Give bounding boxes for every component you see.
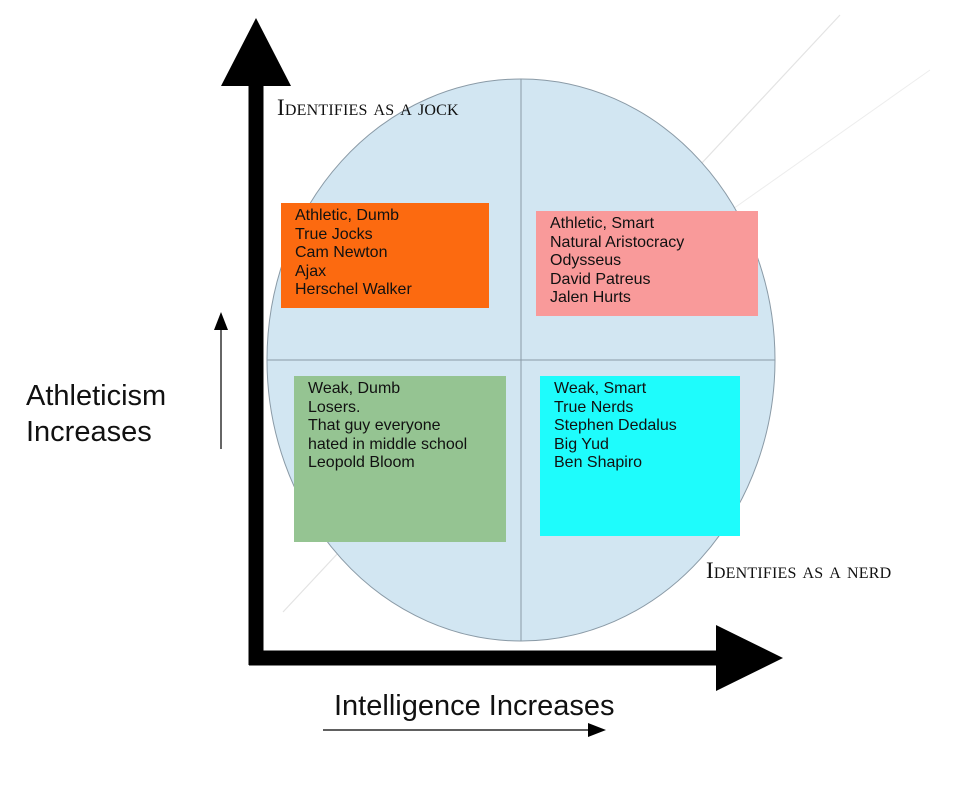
quadrant-line: David Patreus bbox=[550, 270, 651, 288]
quadrant-line: Stephen Dedalus bbox=[554, 417, 677, 434]
quadrant-athletic-dumb: Athletic, Dumb True Jocks Cam Newton Aja… bbox=[281, 203, 489, 308]
quadrant-line: Athletic, Smart bbox=[550, 215, 655, 232]
quadrant-line: Big Yud bbox=[554, 435, 609, 453]
y-axis-label: Athleticism Increases bbox=[26, 378, 166, 450]
athleticism-small-arrowhead bbox=[214, 312, 228, 330]
quadrant-line: Ajax bbox=[295, 262, 327, 280]
quadrant-weak-dumb: Weak, Dumb Losers. That guy everyone hat… bbox=[294, 376, 506, 542]
quadrant-line: True Jocks bbox=[295, 225, 373, 243]
y-axis-label-line: Athleticism bbox=[26, 380, 167, 412]
quadrant-line: Athletic, Dumb bbox=[295, 207, 400, 224]
quadrant-line: Herschel Walker bbox=[295, 281, 412, 298]
x-axis-arrowhead bbox=[716, 625, 783, 691]
quadrant-line: Natural Aristocracy bbox=[550, 233, 685, 251]
y-axis-arrowhead bbox=[221, 18, 291, 86]
quadrant-line: Odysseus bbox=[550, 252, 622, 269]
jock-label: Identifies as a jock bbox=[277, 95, 459, 120]
quadrant-athletic-smart: Athletic, Smart Natural Aristocracy Odys… bbox=[536, 211, 758, 316]
quadrant-line: Losers. bbox=[308, 398, 361, 416]
quadrant-line: hated in middle school bbox=[308, 435, 468, 453]
intelligence-small-arrowhead bbox=[588, 723, 606, 737]
quadrant-line: That guy everyone bbox=[308, 417, 441, 434]
quadrant-line: Leopold Bloom bbox=[308, 454, 415, 471]
quadrant-line: Jalen Hurts bbox=[550, 289, 631, 306]
quadrant-line: Ben Shapiro bbox=[554, 454, 643, 471]
y-axis-label-line: Increases bbox=[26, 416, 152, 448]
quadrant-line: Cam Newton bbox=[295, 244, 388, 261]
x-axis-label: Intelligence Increases bbox=[334, 690, 615, 722]
quadrant-line: True Nerds bbox=[554, 398, 634, 416]
quadrant-line: Weak, Smart bbox=[554, 380, 647, 397]
quadrant-weak-smart: Weak, Smart True Nerds Stephen Dedalus B… bbox=[540, 376, 740, 536]
nerd-label: Identifies as a nerd bbox=[706, 558, 892, 583]
quadrant-line: Weak, Dumb bbox=[308, 380, 401, 397]
